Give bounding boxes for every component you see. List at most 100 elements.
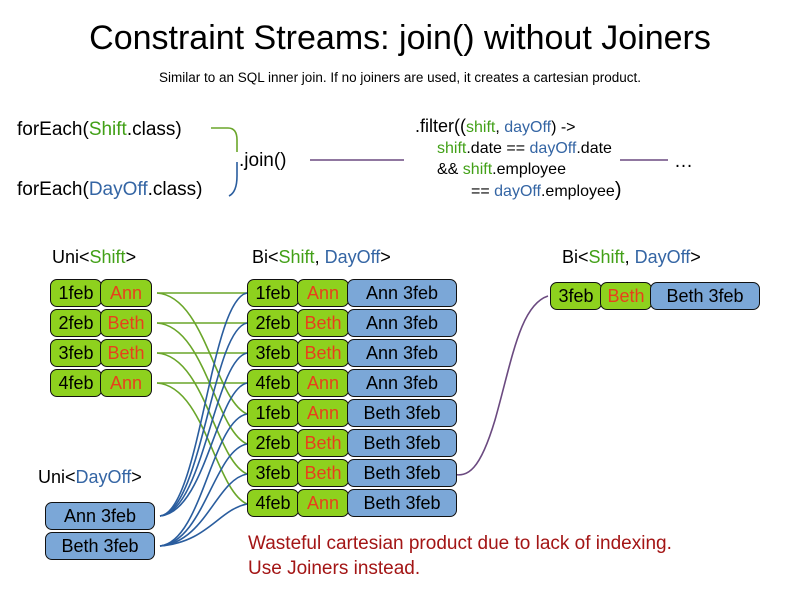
label-uni-dayoff: Uni<DayOff> <box>38 466 142 488</box>
filter-line1-prefix: .filter(( <box>415 116 466 136</box>
filter-line2-shift: shift <box>437 140 467 157</box>
cartesian-dayoff: Beth 3feb <box>347 459 457 487</box>
filter-line2-suffix: .date <box>576 140 612 157</box>
shift-employee: Beth <box>100 309 152 337</box>
cartesian-shift-date: 2feb <box>247 429 299 457</box>
shift-date: 1feb <box>50 279 102 307</box>
foreach-dayoff-expression: forEach(DayOff.class) <box>17 178 203 202</box>
cartesian-dayoff: Beth 3feb <box>347 489 457 517</box>
foreach-shift-prefix: forEach( <box>17 119 89 140</box>
shift-employee: Beth <box>100 339 152 367</box>
foreach-dayoff-prefix: forEach( <box>17 179 89 200</box>
foreach-shift-expression: forEach(Shift.class) <box>17 118 182 142</box>
filter-line3-prefix: && <box>437 161 463 178</box>
foreach-dayoff-suffix: .class) <box>147 179 203 200</box>
bi-right-type-b: DayOff <box>634 247 691 267</box>
cartesian-dayoff: Beth 3feb <box>347 429 457 457</box>
uni-dayoff-suffix: > <box>131 467 142 487</box>
page-subtitle: Similar to an SQL inner join. If no join… <box>159 70 641 85</box>
foreach-shift-suffix: .class) <box>126 119 182 140</box>
cartesian-dayoff: Ann 3feb <box>347 279 457 307</box>
filter-line4-prefix: == <box>471 183 495 200</box>
cartesian-shift-employee: Beth <box>297 309 349 337</box>
join-call-label: .join() <box>239 150 287 171</box>
result-shift-employee: Beth <box>600 282 652 310</box>
cartesian-shift-date: 2feb <box>247 309 299 337</box>
bi-right-comma: , <box>624 247 635 267</box>
shift-employee: Ann <box>100 279 152 307</box>
uni-shift-type: Shift <box>89 247 126 267</box>
cartesian-shift-employee: Ann <box>297 399 349 427</box>
filter-line4-dayoff: dayOff <box>494 183 541 200</box>
cartesian-dayoff: Ann 3feb <box>347 369 457 397</box>
warning-line-2: Use Joiners instead. <box>248 558 421 579</box>
cartesian-shift-date: 1feb <box>247 399 299 427</box>
uni-shift-suffix: > <box>125 247 137 267</box>
shift-date: 4feb <box>50 369 102 397</box>
cartesian-shift-date: 4feb <box>247 369 299 397</box>
bi-right-suffix: > <box>690 247 701 267</box>
result-dayoff: Beth 3feb <box>650 282 760 310</box>
bi-right-prefix: Bi< <box>562 247 589 267</box>
shift-date: 2feb <box>50 309 102 337</box>
filter-line-2: shift.date == dayOff.date <box>415 138 621 159</box>
filter-line-4: == dayOff.employee) <box>415 180 621 202</box>
bi-right-type-a: Shift <box>588 247 625 267</box>
cartesian-dayoff: Ann 3feb <box>347 309 457 337</box>
bi-mid-type-b: DayOff <box>324 247 381 267</box>
result-shift-date: 3feb <box>550 282 602 310</box>
label-bi-right: Bi<Shift, DayOff> <box>562 246 701 268</box>
label-bi-middle: Bi<Shift, DayOff> <box>252 246 391 268</box>
bi-mid-suffix: > <box>380 247 391 267</box>
cartesian-shift-employee: Ann <box>297 279 349 307</box>
filter-line-3: && shift.employee <box>415 159 621 180</box>
filter-expression: .filter((shift, dayOff) -> shift.date ==… <box>415 116 621 202</box>
filter-line2-dayoff: dayOff <box>529 140 577 157</box>
bi-mid-prefix: Bi< <box>252 247 279 267</box>
filter-param-dayoff: dayOff <box>504 119 552 136</box>
uni-dayoff-type: DayOff <box>75 467 132 487</box>
shift-date: 3feb <box>50 339 102 367</box>
uni-shift-prefix: Uni< <box>52 247 90 267</box>
dayoff-fact-row: Beth 3feb <box>45 532 155 560</box>
filter-param-shift: shift <box>466 119 496 136</box>
page-title: Constraint Streams: join() without Joine… <box>89 19 711 57</box>
filter-line3-suffix: .employee <box>492 161 566 178</box>
cartesian-shift-employee: Beth <box>297 339 349 367</box>
uni-dayoff-prefix: Uni< <box>38 467 76 487</box>
filter-line2-mid: .date == <box>466 140 530 157</box>
foreach-shift-type: Shift <box>88 119 127 140</box>
warning-text: Wasteful cartesian product due to lack o… <box>248 531 672 581</box>
warning-line-1: Wasteful cartesian product due to lack o… <box>248 533 672 554</box>
filter-line4-suffix: .employee <box>540 183 615 200</box>
cartesian-shift-date: 1feb <box>247 279 299 307</box>
cartesian-shift-employee: Beth <box>297 429 349 457</box>
dayoff-label: Ann 3feb <box>45 502 155 530</box>
filter-line1-suffix: ) -> <box>551 119 576 136</box>
bi-mid-type-a: Shift <box>278 247 315 267</box>
cartesian-dayoff: Ann 3feb <box>347 339 457 367</box>
bi-mid-comma: , <box>314 247 325 267</box>
filter-line4-close: ) <box>614 179 622 201</box>
dayoff-label: Beth 3feb <box>45 532 155 560</box>
filter-line3-shift: shift <box>462 161 493 178</box>
cartesian-shift-date: 4feb <box>247 489 299 517</box>
shift-employee: Ann <box>100 369 152 397</box>
cartesian-shift-date: 3feb <box>247 459 299 487</box>
cartesian-shift-employee: Beth <box>297 459 349 487</box>
ellipsis-continuation: … <box>674 151 693 172</box>
